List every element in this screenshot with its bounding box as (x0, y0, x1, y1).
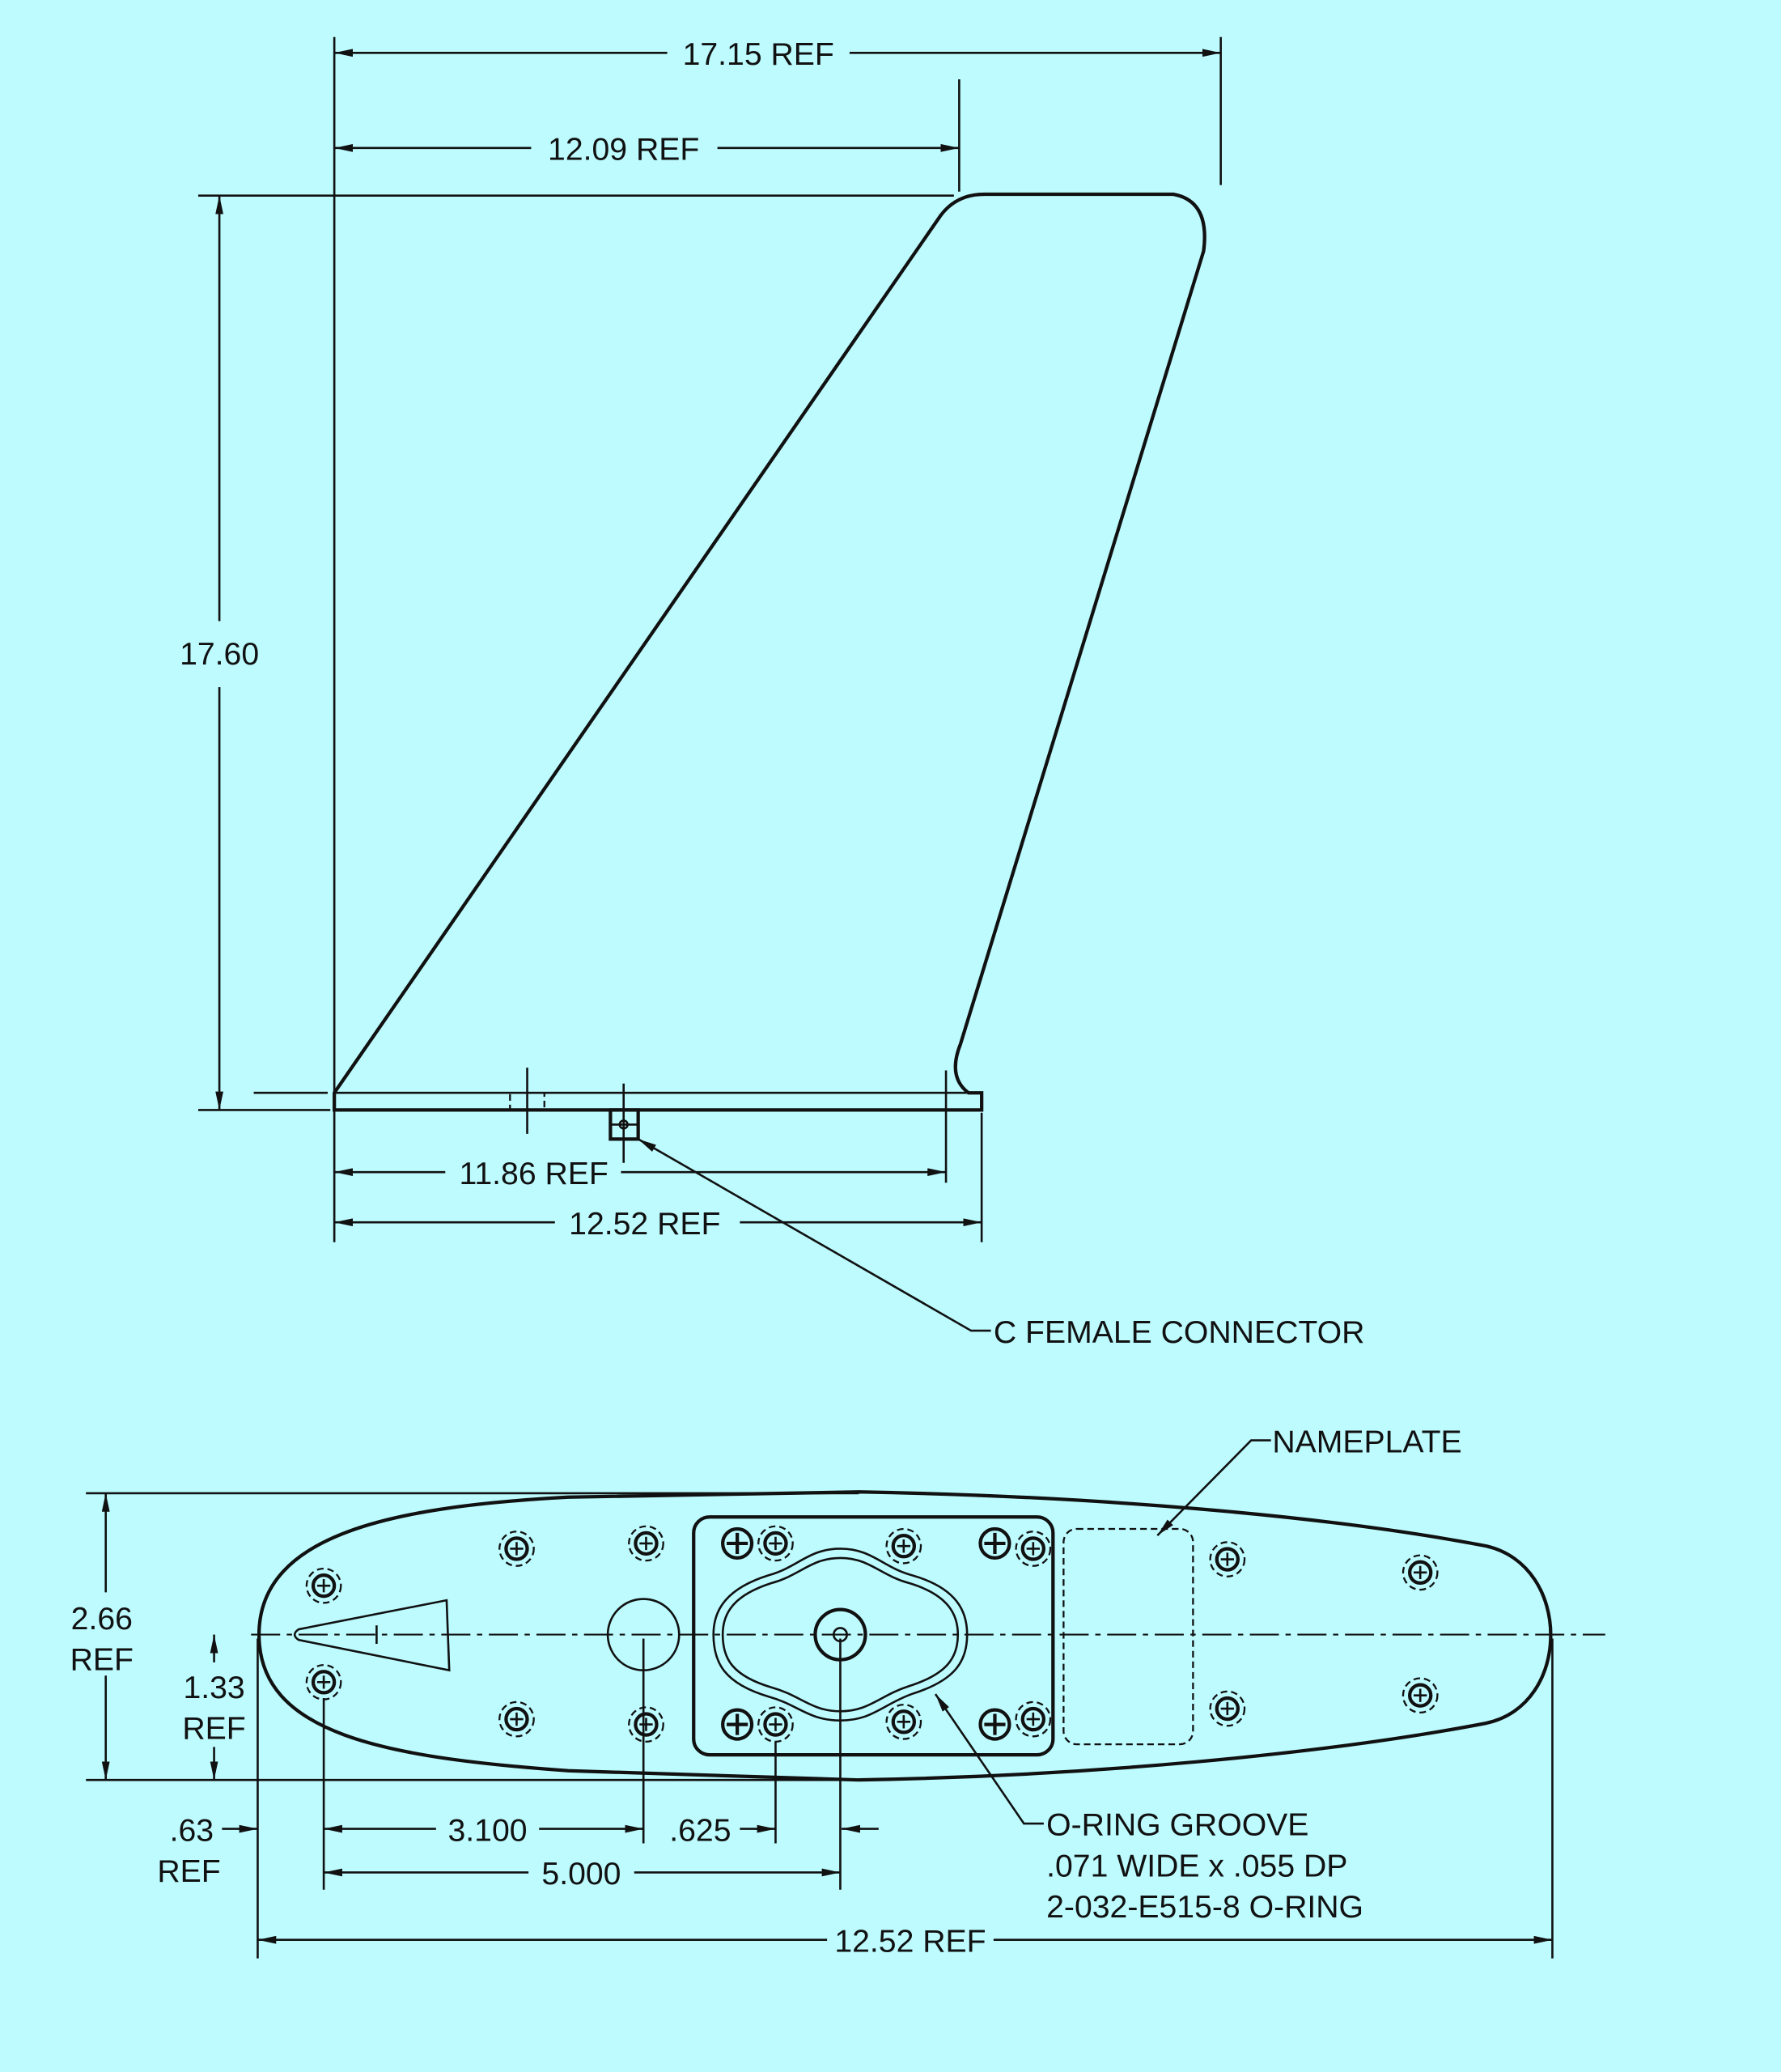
direction-arrow-marking (293, 1599, 451, 1672)
side-view: 17.15 REF 12.09 REF 17.60 11.86 REF 12.5… (180, 36, 1365, 1350)
phillips-screw-icon (721, 1526, 754, 1560)
nameplate-callout: NAMEPLATE (1272, 1424, 1461, 1459)
screw-hole-icon (885, 1703, 922, 1740)
dim-hole-spacing: 3.100 (448, 1813, 528, 1848)
dim-base-length: 12.52 REF (569, 1207, 720, 1242)
connector-plate (692, 1515, 1055, 1757)
dim-width-value: 2.66 (71, 1602, 133, 1637)
screw-hole-icon (498, 1700, 535, 1738)
dim-edge-offset-ref: REF (157, 1854, 220, 1889)
screw-hole-icon (757, 1706, 794, 1743)
screw-hole-icon (1401, 1677, 1439, 1714)
nameplate (1062, 1527, 1194, 1746)
screw-hole-icon (1209, 1690, 1246, 1727)
screw-hole-icon (757, 1525, 794, 1562)
screw-hole-icon (305, 1664, 342, 1700)
dim-width-ref: REF (70, 1643, 134, 1678)
dim-edge-offset-value: .63 (170, 1813, 214, 1848)
screw-hole-icon (628, 1525, 664, 1562)
phillips-screw-icon (978, 1526, 1011, 1560)
dim-connector-position: 5.000 (541, 1857, 621, 1892)
phillips-screw-icon (721, 1708, 754, 1741)
screw-hole-icon (628, 1706, 664, 1743)
oring-callout-line-3: 2-032-E515-8 O-RING (1046, 1890, 1363, 1925)
bottom-view: 2.66 REF 1.33 REF .63 REF 3.100 .625 5.0… (70, 1424, 1605, 1959)
screw-hole-icon (1015, 1531, 1052, 1567)
phillips-screw-icon (978, 1708, 1011, 1741)
screw-hole-icon (1209, 1541, 1246, 1577)
oring-callout-line-2: .071 WIDE x .055 DP (1046, 1849, 1347, 1883)
dim-screw-offset: .625 (669, 1813, 731, 1848)
screw-hole-icon (1401, 1554, 1439, 1591)
oring-callout-line-1: O-RING GROOVE (1046, 1808, 1308, 1843)
dim-height: 17.60 (180, 637, 259, 672)
screw-hole-icon (305, 1567, 342, 1604)
screw-hole-icon (885, 1527, 922, 1565)
dim-overall-length-bottom: 12.52 REF (834, 1924, 986, 1959)
dim-base-inner: 11.86 REF (460, 1157, 609, 1191)
connector-callout: C FEMALE CONNECTOR (994, 1315, 1365, 1350)
dim-overall-length: 17.15 REF (683, 37, 834, 72)
base-outline (257, 1490, 1553, 1782)
fin-outline (333, 192, 1206, 1112)
dim-half-width-ref: REF (182, 1712, 245, 1747)
dim-half-width-value: 1.33 (183, 1671, 244, 1705)
dim-top-offset: 12.09 REF (548, 133, 699, 168)
screw-hole-icon (1015, 1700, 1052, 1738)
screw-hole-icon (498, 1531, 535, 1567)
